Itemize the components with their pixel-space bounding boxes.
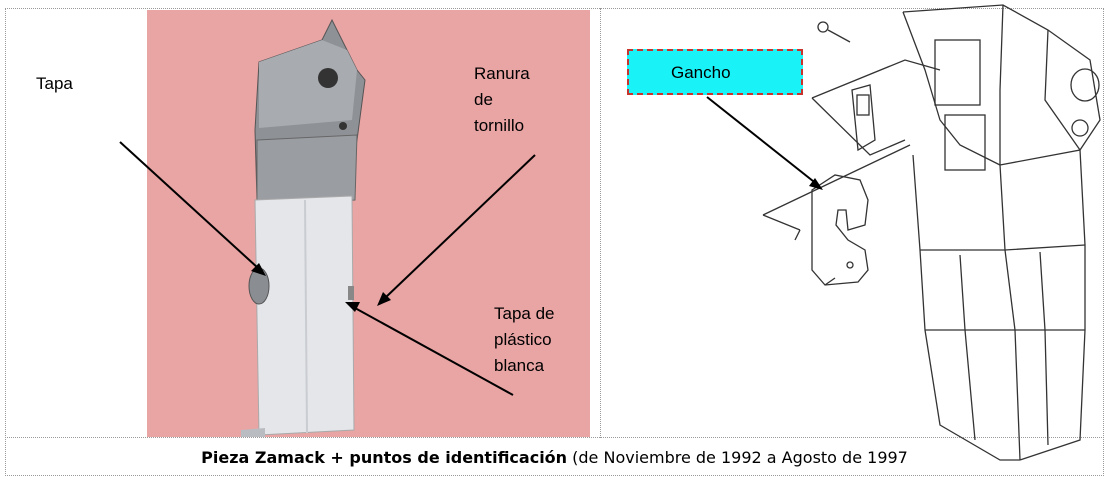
gancho-callout-box xyxy=(627,49,803,95)
gancho-label: Gancho xyxy=(671,63,731,82)
caption-divider xyxy=(5,437,1104,438)
zamack-part-illustration xyxy=(241,18,366,437)
caption-normal: (de Noviembre de 1992 a Agosto de 1997 xyxy=(567,448,908,467)
ranura-label-line2: de xyxy=(474,90,493,109)
figure-table-frame xyxy=(5,8,1104,476)
caption-bold: Pieza Zamack + puntos de identificación xyxy=(201,448,568,467)
figure-caption: Pieza Zamack + puntos de identificación … xyxy=(0,448,1109,467)
tapa-label: Tapa xyxy=(36,74,73,93)
tapa-plastico-arrowhead xyxy=(345,302,360,312)
part-photo xyxy=(147,10,590,437)
ranura-arrowhead xyxy=(377,292,391,306)
tapa-plastico-label-line1: Tapa de xyxy=(494,304,555,323)
column-divider xyxy=(600,8,601,438)
ranura-label-line3: tornillo xyxy=(474,116,525,134)
tapa-arrowhead xyxy=(251,263,266,276)
ranura-label-line1: Ranura xyxy=(474,64,530,83)
tapa-plastico-label-line2: plástico xyxy=(494,330,552,349)
tapa-plastico-label-line3: blanca xyxy=(494,356,545,374)
